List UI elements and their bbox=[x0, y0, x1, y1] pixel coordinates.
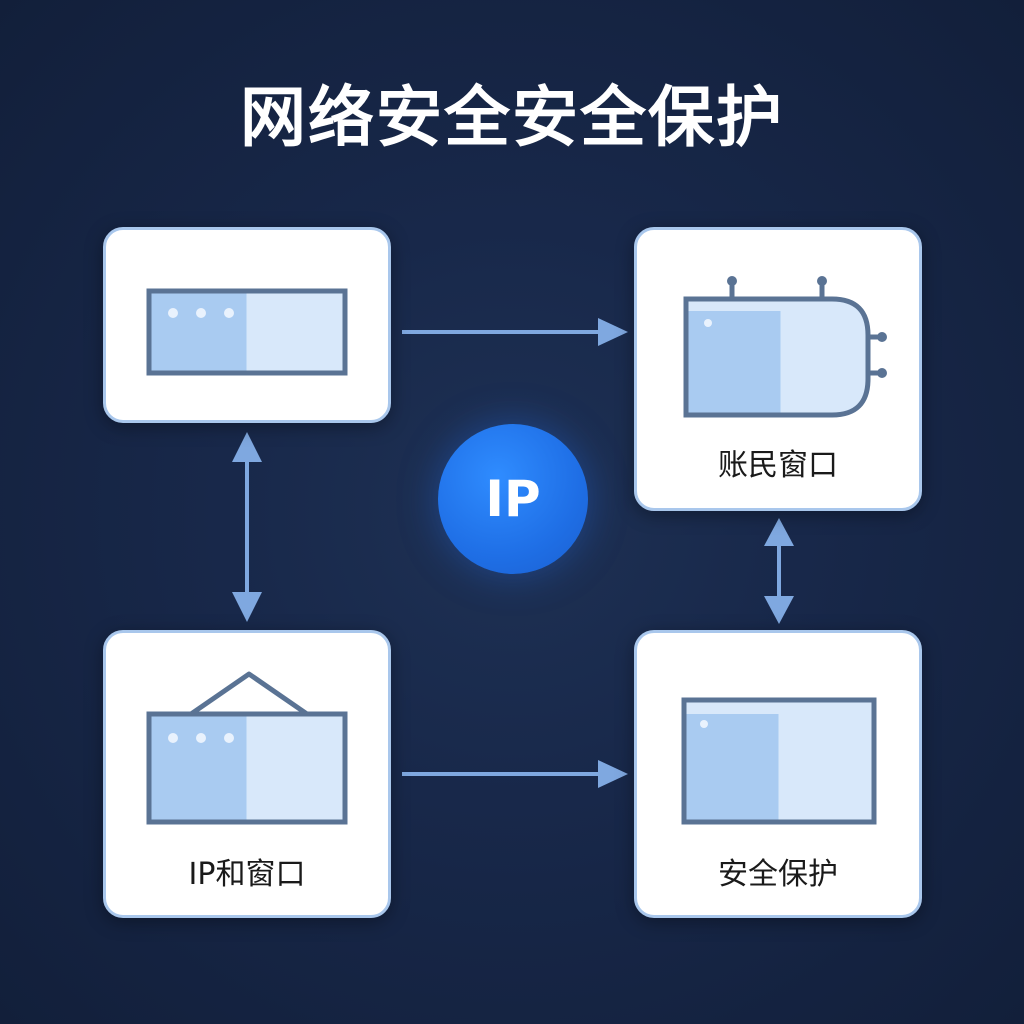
arrow-top-right-bottom-right-bidirectional bbox=[764, 518, 794, 624]
screen-window-icon bbox=[681, 697, 877, 825]
node-top-left[interactable] bbox=[103, 227, 391, 423]
node-top-right[interactable]: 账民窗口 bbox=[634, 227, 922, 511]
ip-badge[interactable]: IP bbox=[438, 424, 588, 574]
arrow-bottom-left-to-bottom-right bbox=[402, 760, 628, 788]
arrow-top-left-to-top-right bbox=[402, 318, 628, 346]
node-label-top-right: 账民窗口 bbox=[718, 448, 838, 483]
node-label-bottom-right: 安全保护 bbox=[718, 857, 838, 892]
device-panel-icon bbox=[683, 276, 887, 418]
node-bottom-right[interactable]: 安全保护 bbox=[634, 630, 922, 918]
diagram-title: 网络安全安全保护 bbox=[240, 79, 784, 156]
roofed-window-icon bbox=[146, 671, 348, 825]
browser-window-icon bbox=[146, 288, 348, 376]
node-bottom-left[interactable]: IP和窗口 bbox=[103, 630, 391, 918]
arrow-top-left-bottom-left-bidirectional bbox=[232, 432, 262, 622]
node-label-bottom-left: IP和窗口 bbox=[188, 857, 306, 892]
